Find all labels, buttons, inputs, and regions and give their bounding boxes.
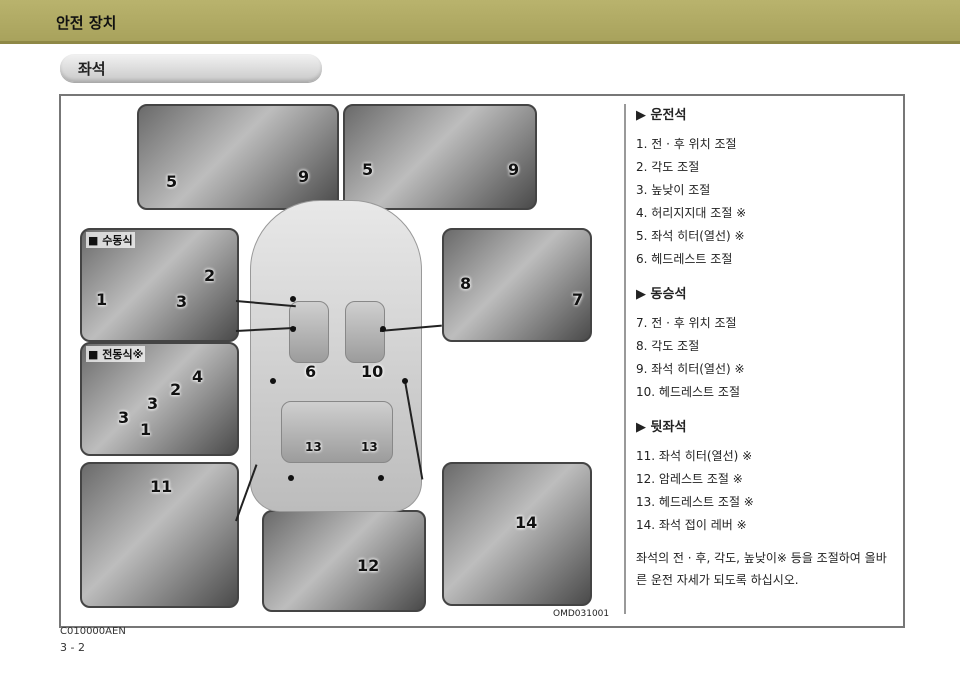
driver-item: 1. 전 · 후 위치 조절 [636, 137, 737, 151]
callout-1-manual: 1 [96, 290, 108, 309]
rear-item: 11. 좌석 히터(열선) ※ [636, 449, 753, 463]
car-top-view-image [250, 200, 422, 512]
callout-1-power: 1 [140, 420, 152, 439]
callout-dot [402, 378, 408, 384]
front-left-seat [289, 301, 329, 363]
seat-fold-lever-image [442, 462, 592, 606]
callout-13-left: 13 [305, 440, 322, 454]
callout-5-right: 5 [362, 160, 374, 179]
callout-5-left: 5 [166, 172, 178, 191]
driver-item: 4. 허리지지대 조절 ※ [636, 206, 747, 220]
passenger-heading: ▶ 동승석 [636, 287, 687, 302]
passenger-item: 10. 헤드레스트 조절 [636, 385, 740, 399]
description-column: ▶ 운전석 1. 전 · 후 위치 조절 2. 각도 조절 3. 높낮이 조절 … [636, 104, 896, 591]
power-label-text: ■ 전동식 [88, 348, 133, 361]
passenger-item: 7. 전 · 후 위치 조절 [636, 316, 737, 330]
callout-9-right: 9 [508, 160, 520, 179]
callout-dot [290, 326, 296, 332]
callout-8: 8 [460, 274, 472, 293]
passenger-climate-panel-image [343, 104, 537, 210]
callout-dot [288, 475, 294, 481]
footer-code: C010000AEN [60, 626, 126, 637]
power-label-mark: ※ [132, 348, 144, 361]
callout-10: 10 [361, 362, 384, 381]
callout-12: 12 [357, 556, 380, 575]
passenger-seat-image [442, 228, 592, 342]
driver-heading: ▶ 운전석 [636, 108, 687, 123]
callout-dot [290, 296, 296, 302]
section-title: 좌석 [78, 60, 106, 78]
driver-item: 5. 좌석 히터(열선) ※ [636, 229, 745, 243]
rear-item: 14. 좌석 접이 레버 ※ [636, 518, 747, 532]
callout-7: 7 [572, 290, 584, 309]
callout-2-manual: 2 [204, 266, 216, 285]
callout-dot [380, 326, 386, 332]
callout-9-left: 9 [298, 167, 310, 186]
callout-dot [378, 475, 384, 481]
rear-bench-seat [281, 401, 393, 463]
adjustment-note: 좌석의 전 · 후, 각도, 높낮이※ 등을 조절하여 올바른 운전 자세가 되… [636, 551, 887, 587]
manual-label: ■ 수동식 [86, 232, 135, 248]
callout-3-power-a: 3 [147, 394, 159, 413]
driver-item: 6. 헤드레스트 조절 [636, 252, 733, 266]
driver-climate-panel-image [137, 104, 339, 210]
header-bar: 안전 장치 [0, 0, 960, 44]
passenger-item: 8. 각도 조절 [636, 339, 700, 353]
rear-heater-switch-image [80, 462, 239, 608]
front-right-seat [345, 301, 385, 363]
rear-heading: ▶ 뒷좌석 [636, 420, 687, 435]
callout-4-power: 4 [192, 367, 204, 386]
callout-2-power: 2 [170, 380, 182, 399]
column-divider [624, 104, 626, 614]
rear-item: 12. 암레스트 조절 ※ [636, 472, 743, 486]
section-title-pill: 좌석 [60, 54, 322, 82]
passenger-item: 9. 좌석 히터(열선) ※ [636, 362, 745, 376]
power-label: ■ 전동식※ [86, 346, 146, 362]
callout-3-manual: 3 [176, 292, 188, 311]
callout-14: 14 [515, 513, 538, 532]
callout-3-power-b: 3 [118, 408, 130, 427]
figure-code: OMD031001 [553, 609, 610, 619]
callout-dot [270, 378, 276, 384]
header-title: 안전 장치 [56, 14, 117, 32]
callout-6: 6 [305, 362, 317, 381]
header-rule [0, 41, 960, 44]
page-number: 3 - 2 [60, 641, 85, 654]
callout-13-right: 13 [361, 440, 378, 454]
driver-item: 3. 높낮이 조절 [636, 183, 711, 197]
rear-item: 13. 헤드레스트 조절 ※ [636, 495, 754, 509]
driver-item: 2. 각도 조절 [636, 160, 700, 174]
rear-armrest-image [262, 510, 426, 612]
callout-11: 11 [150, 477, 173, 496]
